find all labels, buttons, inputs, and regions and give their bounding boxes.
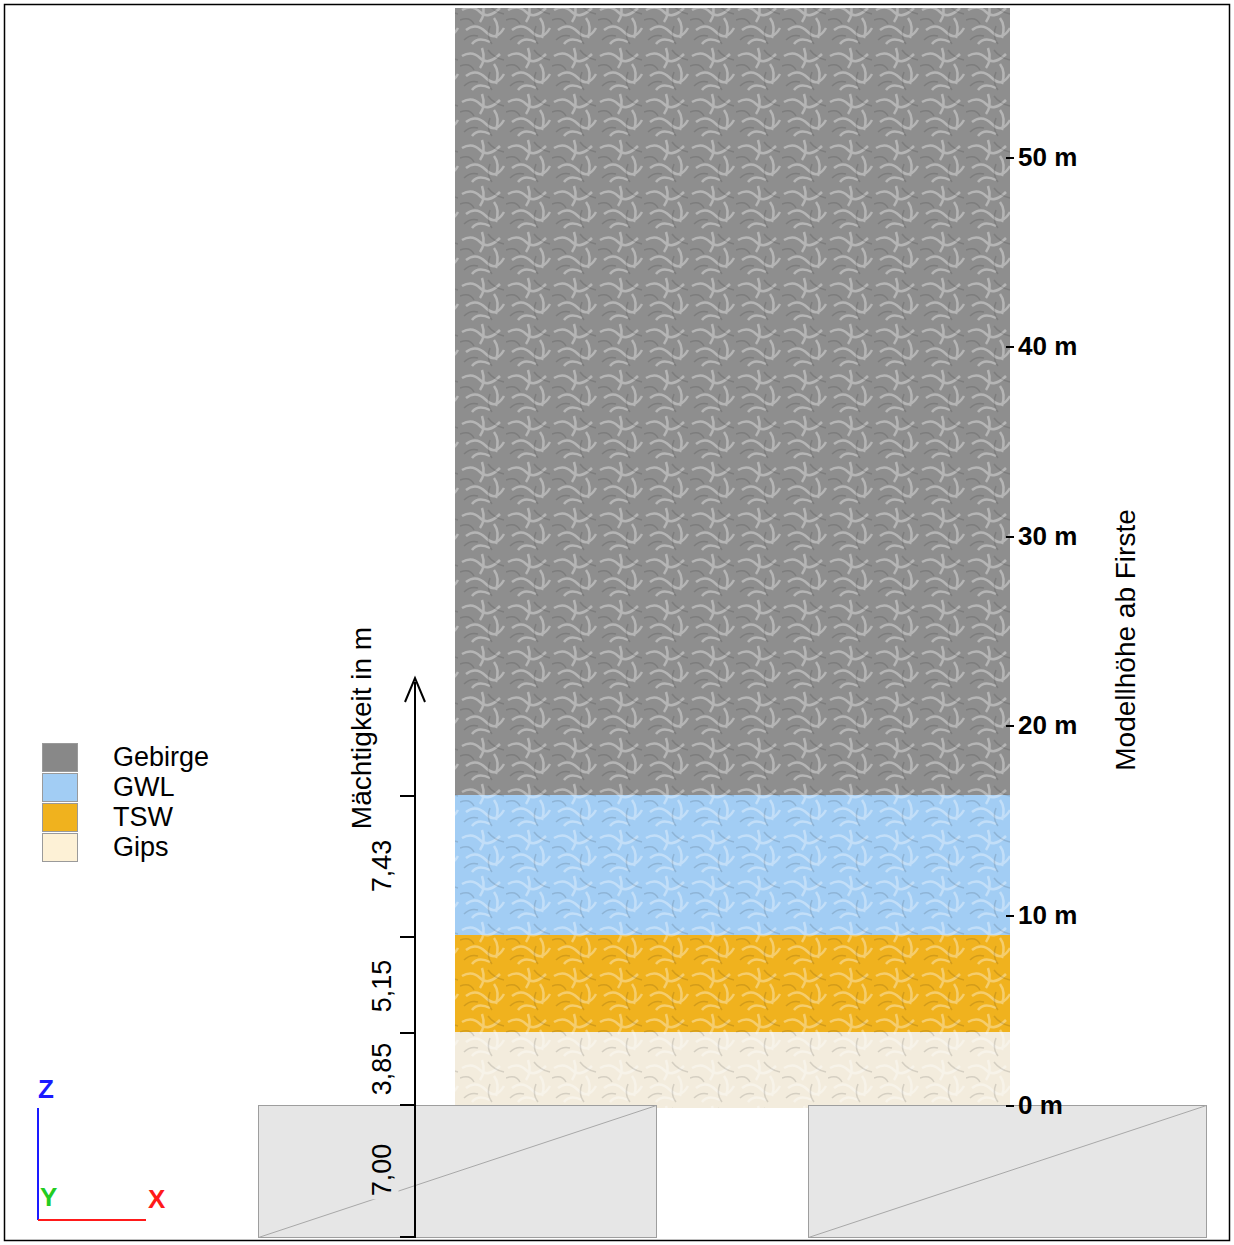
thickness-value: 7,43: [367, 840, 398, 893]
axis-letter: Z: [38, 1075, 54, 1105]
legend-label: Gebirge: [113, 742, 209, 773]
axis-ticks: [400, 796, 415, 1237]
scale-label: 30 m: [1018, 522, 1077, 552]
thickness-value: 7,00: [367, 1141, 398, 1200]
scale-label: 50 m: [1018, 143, 1077, 173]
particle-texture: [455, 8, 1010, 1108]
scale-label: 40 m: [1018, 332, 1077, 362]
legend-swatch: [42, 833, 78, 862]
scale-label: 0 m: [1018, 1091, 1063, 1121]
lining-block: [809, 1106, 1207, 1238]
legend-label: GWL: [113, 772, 175, 803]
scale-label: 10 m: [1018, 901, 1077, 931]
axis-letter: X: [148, 1185, 165, 1215]
legend-swatch: [42, 743, 78, 772]
legend-swatch: [42, 773, 78, 802]
x-axis: [38, 1219, 146, 1221]
legend-swatch: [42, 803, 78, 832]
block-diagonal: [809, 1106, 1207, 1238]
z-axis: [37, 1108, 39, 1220]
lining-block: [259, 1106, 657, 1238]
thickness-value: 3,85: [367, 1043, 398, 1096]
scale-ticks: [1006, 158, 1014, 1106]
legend-label: TSW: [113, 802, 173, 833]
thickness-axis: [414, 682, 416, 1238]
axis-letter: Y: [40, 1183, 57, 1213]
block-diagonal: [259, 1106, 657, 1238]
frame: [5, 5, 1230, 1241]
scale-label: 20 m: [1018, 711, 1077, 741]
axis-title: Modellhöhe ab Firste: [1110, 509, 1142, 770]
legend-label: Gips: [113, 832, 169, 863]
axis-arrowhead: [405, 678, 425, 702]
axis-title: Mächtigkeit in m: [346, 627, 378, 829]
thickness-value: 5,15: [367, 960, 398, 1013]
